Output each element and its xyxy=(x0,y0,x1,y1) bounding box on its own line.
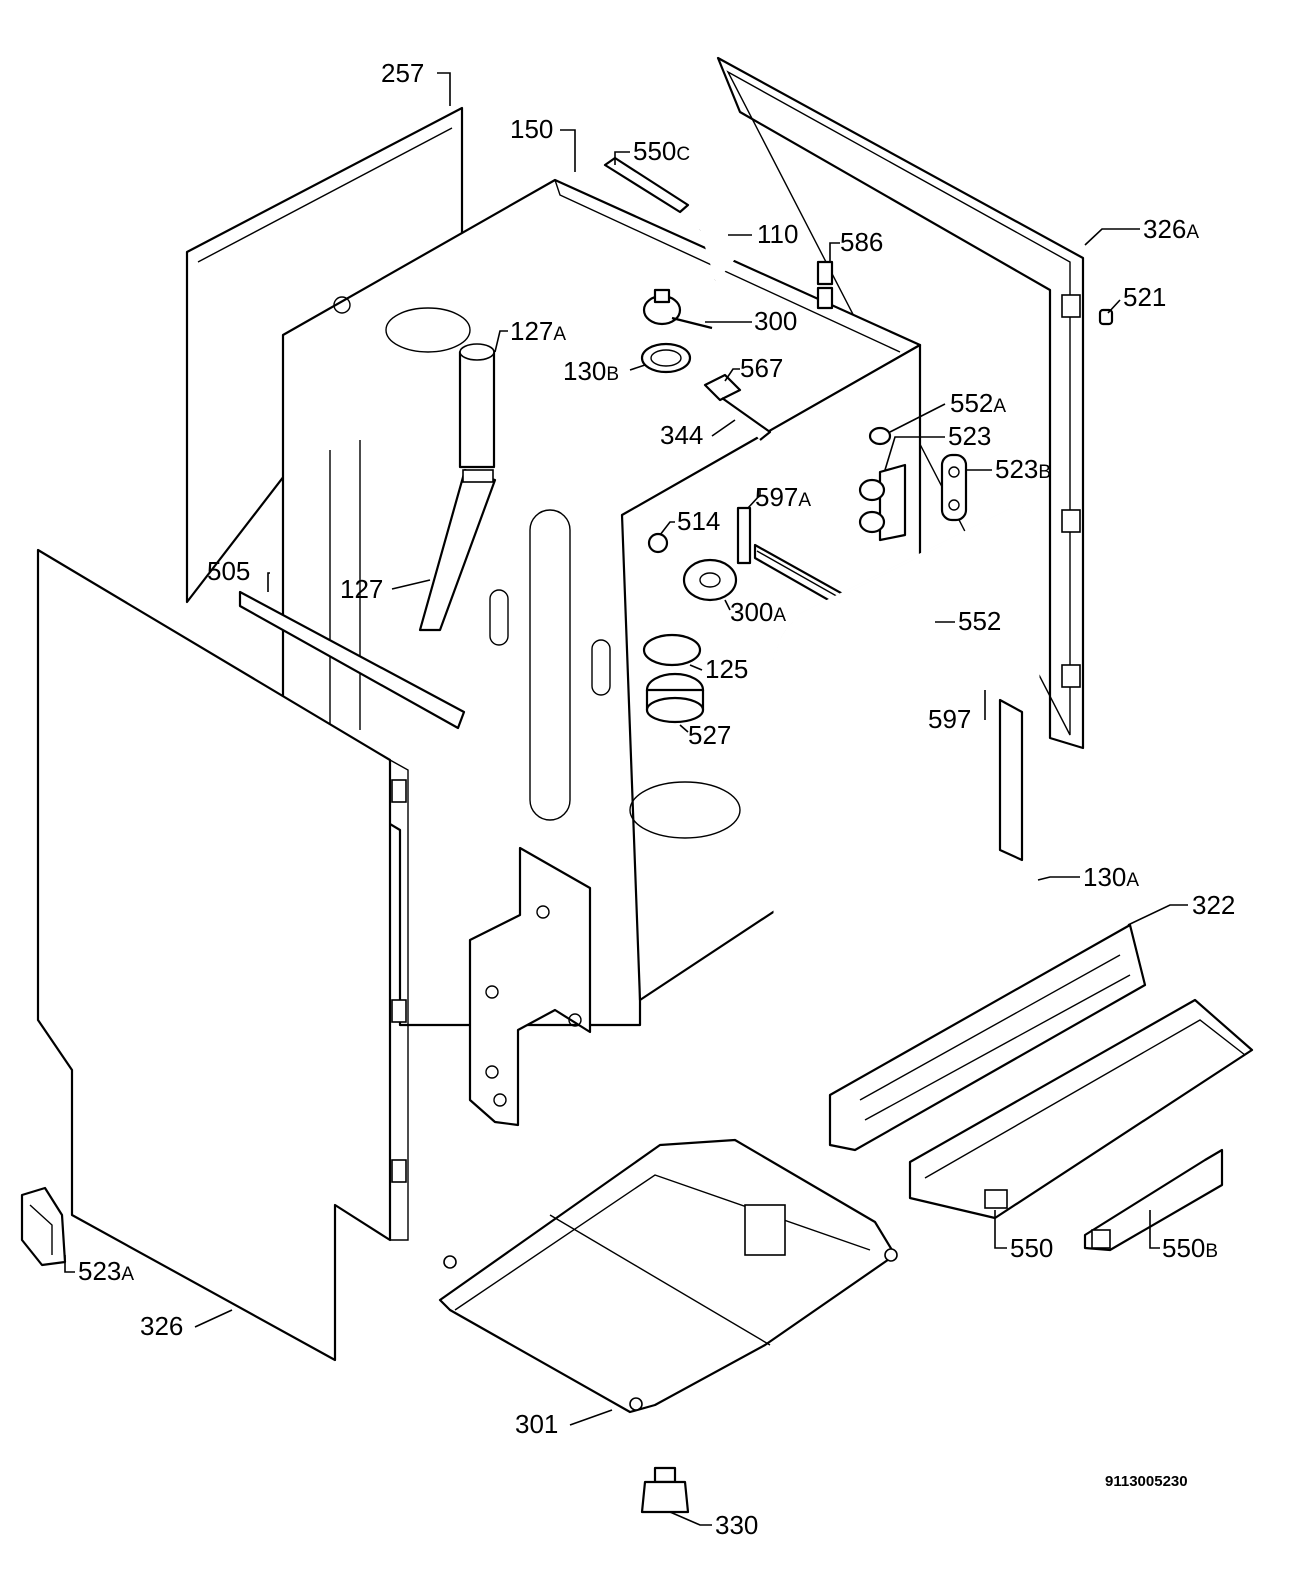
label-514: 514 xyxy=(677,506,720,536)
part-514-nut xyxy=(647,532,669,554)
part-hinge-bracket xyxy=(468,846,592,1127)
label-130a: 130A xyxy=(1083,862,1139,892)
label-552: 552 xyxy=(958,606,1001,636)
label-523b: 523B xyxy=(995,454,1051,484)
label-125: 125 xyxy=(705,654,748,684)
part-550b-bracket xyxy=(1083,1148,1224,1252)
label-326a: 326A xyxy=(1143,214,1199,244)
part-127a-pipe xyxy=(458,343,496,469)
label-127: 127 xyxy=(340,574,383,604)
label-300: 300 xyxy=(754,306,797,336)
part-550-tray xyxy=(908,998,1254,1220)
part-130a-gasket xyxy=(773,507,1040,1112)
label-322: 322 xyxy=(1192,890,1235,920)
label-550b: 550B xyxy=(1162,1233,1218,1263)
part-326-side-panel xyxy=(36,548,409,1362)
leader-lines xyxy=(64,72,1188,1526)
part-597a-clip xyxy=(736,506,752,565)
part-523b-plate xyxy=(940,453,968,522)
part-301-base xyxy=(438,1138,898,1414)
label-521: 521 xyxy=(1123,282,1166,312)
label-567: 567 xyxy=(740,353,783,383)
part-127-bracket xyxy=(418,468,497,632)
label-330: 330 xyxy=(715,1510,758,1540)
part-523a-bracket xyxy=(20,1186,67,1267)
label-527: 527 xyxy=(688,720,731,750)
label-597a: 597A xyxy=(755,482,811,512)
label-344: 344 xyxy=(660,420,703,450)
label-301: 301 xyxy=(515,1409,558,1439)
part-521-clip xyxy=(1098,308,1114,326)
part-552a-knob xyxy=(868,426,892,446)
part-side-bracket xyxy=(998,698,1024,862)
part-567-344-clip xyxy=(703,373,772,441)
label-130b: 130B xyxy=(563,356,619,386)
label-326: 326 xyxy=(140,1311,183,1341)
label-523a: 523A xyxy=(78,1256,134,1286)
label-505: 505 xyxy=(207,556,250,586)
label-552a: 552A xyxy=(950,388,1006,418)
label-550c: 550C xyxy=(633,136,690,166)
part-330-foot xyxy=(640,1466,690,1514)
part-550c-tube xyxy=(603,156,690,214)
label-597: 597 xyxy=(928,704,971,734)
part-586-bracket xyxy=(816,260,834,310)
part-505-rail xyxy=(238,590,466,730)
label-550: 550 xyxy=(1010,1233,1053,1263)
label-150: 150 xyxy=(510,114,553,144)
label-127a: 127A xyxy=(510,316,566,346)
part-300a-hub xyxy=(682,558,738,602)
part-527-nut xyxy=(645,672,705,724)
label-523: 523 xyxy=(948,421,991,451)
label-300a: 300A xyxy=(730,597,786,627)
label-257: 257 xyxy=(381,58,424,88)
part-300-valve xyxy=(642,288,713,330)
part-523-coupling xyxy=(858,463,907,542)
part-labels: 257 150 550C 110 586 326A 521 127A 300 1… xyxy=(78,58,1235,1540)
part-125-seal-ring xyxy=(642,633,702,667)
label-586: 586 xyxy=(840,227,883,257)
part-322-plate xyxy=(828,923,1147,1152)
document-number: 9113005230 xyxy=(1105,1473,1188,1490)
label-110: 110 xyxy=(757,219,798,249)
part-130b-seal xyxy=(640,342,692,374)
